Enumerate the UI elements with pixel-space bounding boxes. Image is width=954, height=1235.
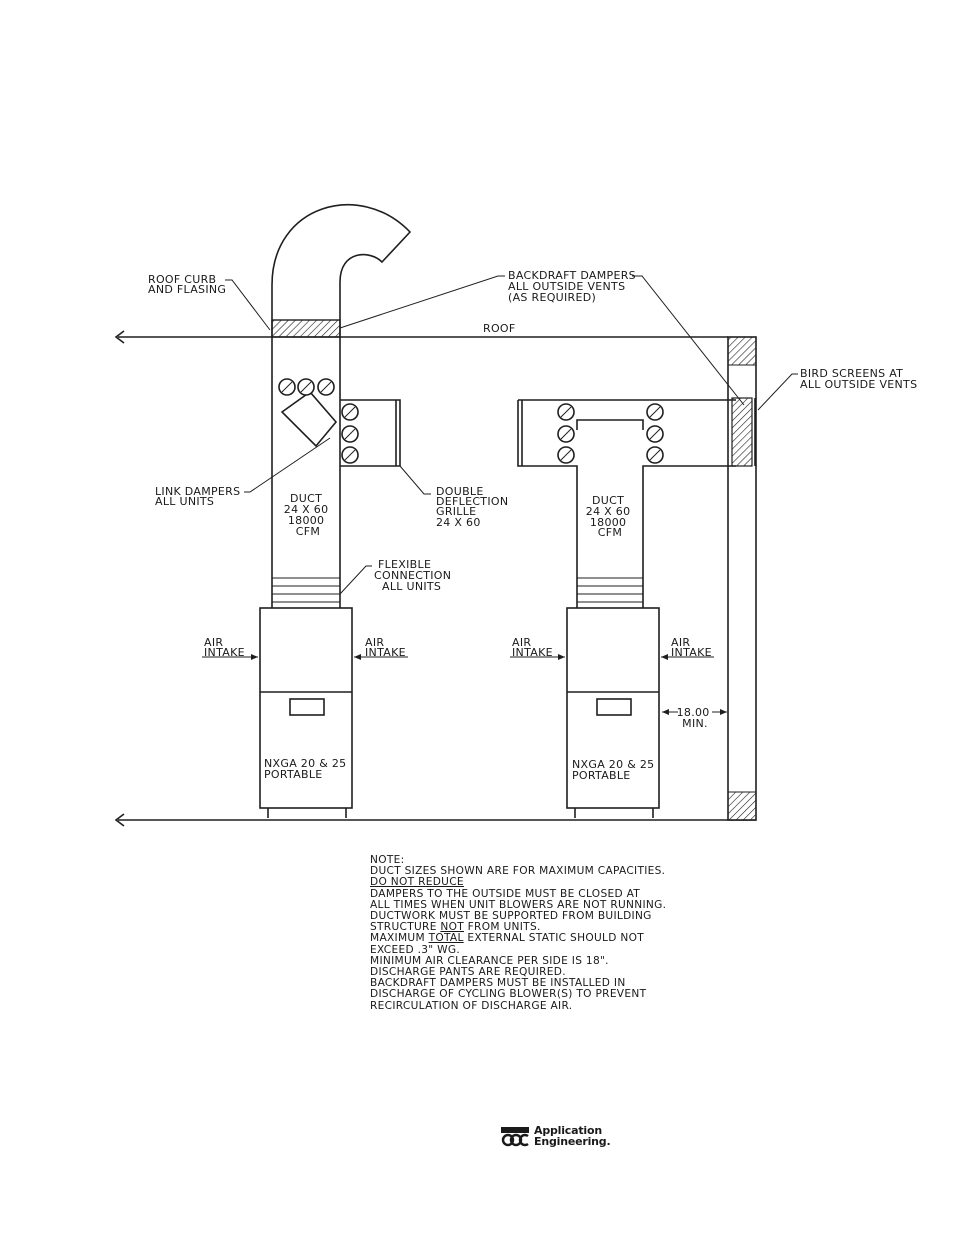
label-roof: ROOF — [483, 322, 516, 335]
notes-line: EXCEED .3" WG. — [370, 943, 461, 956]
left-exhaust-stack — [271, 204, 412, 608]
right-tee-duct — [517, 399, 736, 608]
notes-line: RECIRCULATION OF DISCHARGE AIR. — [370, 999, 573, 1012]
label-grille-3: GRILLE — [436, 505, 476, 518]
label-duct-right-4: CFM — [598, 526, 622, 539]
notes-line: DUCT SIZES SHOWN ARE FOR MAXIMUM CAPACIT… — [370, 865, 666, 878]
label-air-intake-4: AIR INTAKE — [671, 636, 712, 659]
notes-line: MINIMUM AIR CLEARANCE PER SIDE IS 18". — [370, 954, 609, 967]
notes-line: DISCHARGE OF CYCLING BLOWER(S) TO PREVEN… — [370, 988, 647, 1001]
notes-line: ALL TIMES WHEN UNIT BLOWERS ARE NOT RUNN… — [370, 898, 667, 911]
label-bird-1: BIRD SCREENS AT — [800, 367, 903, 380]
label-clearance: 18.00 MIN. — [677, 706, 714, 730]
dampers — [278, 378, 664, 464]
label-flexible: FLEXIBLE CONNECTION ALL UNITS — [374, 558, 455, 593]
label-grille-4: 24 X 60 — [436, 516, 481, 529]
label-grille-2: DEFLECTION — [436, 495, 508, 508]
label-flex-2: CONNECTION — [374, 569, 451, 582]
label-air-intake-3: AIR INTAKE — [512, 636, 553, 659]
right-wall — [727, 336, 757, 821]
label-duct-right-2: 24 X 60 — [586, 505, 631, 518]
label-grille-1: DOUBLE — [436, 485, 484, 498]
notes-line: DAMPERS TO THE OUTSIDE MUST BE CLOSED AT — [370, 887, 641, 900]
label-unit-right: NXGA 20 & 25 PORTABLE — [572, 758, 658, 782]
logo-line-2: Engineering. — [534, 1135, 611, 1148]
label-air-intake-2: AIR INTAKE — [365, 636, 406, 659]
label-duct-right-3: 18000 — [590, 516, 627, 529]
label-duct-left-4: CFM — [296, 525, 320, 538]
label-duct-left: DUCT 24 X 60 18000 CFM — [284, 492, 332, 538]
logo-mark-icon — [500, 1125, 530, 1147]
label-duct-left-3: 18000 — [288, 514, 325, 527]
link-damper-diamond — [280, 390, 338, 448]
floor-line — [114, 813, 756, 827]
unit-right — [566, 607, 660, 818]
left-branch-duct — [340, 399, 401, 467]
unit-left — [259, 607, 353, 818]
label-backdraft-2: ALL OUTSIDE VENTS — [508, 280, 625, 293]
label-backdraft-3: (AS REQUIRED) — [508, 291, 596, 304]
label-flex-3: ALL UNITS — [382, 580, 441, 593]
label-bird-2: ALL OUTSIDE VENTS — [800, 378, 917, 391]
label-link-dampers: LINK DAMPERS ALL UNITS — [155, 485, 244, 508]
label-roof-curb-1: ROOF CURB — [148, 273, 216, 286]
leader-lines — [225, 275, 798, 595]
application-engineering-logo: Application Engineering. — [500, 1124, 611, 1148]
notes-line: DO NOT REDUCE — [370, 876, 464, 889]
label-air-intake-1: AIR INTAKE — [204, 636, 245, 659]
label-roof-curb-2: AND FLASING — [148, 283, 226, 296]
label-grille: DOUBLE DEFLECTION GRILLE 24 X 60 — [436, 485, 512, 529]
notes-line: DISCHARGE PANTS ARE REQUIRED. — [370, 966, 566, 979]
notes-heading: NOTE: — [370, 854, 405, 866]
notes-line: MAXIMUM TOTAL EXTERNAL STATIC SHOULD NOT — [370, 932, 644, 945]
label-unit-left: NXGA 20 & 25 PORTABLE — [264, 757, 350, 781]
label-duct-left-1: DUCT — [290, 492, 322, 505]
label-link-1: LINK DAMPERS — [155, 485, 240, 498]
label-backdraft: BACKDRAFT DAMPERS ALL OUTSIDE VENTS (AS … — [508, 269, 640, 304]
notes-block: NOTE: DUCT SIZES SHOWN ARE FOR MAXIMUM C… — [370, 854, 700, 1012]
label-flex-1: FLEXIBLE — [378, 558, 431, 571]
notes-line: BACKDRAFT DAMPERS MUST BE INSTALLED IN — [370, 977, 626, 990]
label-duct-left-2: 24 X 60 — [284, 503, 329, 516]
label-backdraft-1: BACKDRAFT DAMPERS — [508, 269, 636, 282]
notes-line: DUCTWORK MUST BE SUPPORTED FROM BUILDING — [370, 910, 652, 923]
label-roof-curb: ROOF CURB AND FLASING — [148, 273, 226, 296]
logo-line-1: Application — [534, 1124, 602, 1137]
label-link-2: ALL UNITS — [155, 495, 214, 508]
label-duct-right: DUCT 24 X 60 18000 CFM — [586, 494, 634, 539]
roof-line — [114, 330, 728, 344]
label-duct-right-1: DUCT — [592, 494, 624, 507]
label-bird-screens: BIRD SCREENS AT ALL OUTSIDE VENTS — [800, 367, 917, 391]
notes-line: STRUCTURE NOT FROM UNITS. — [370, 921, 541, 934]
